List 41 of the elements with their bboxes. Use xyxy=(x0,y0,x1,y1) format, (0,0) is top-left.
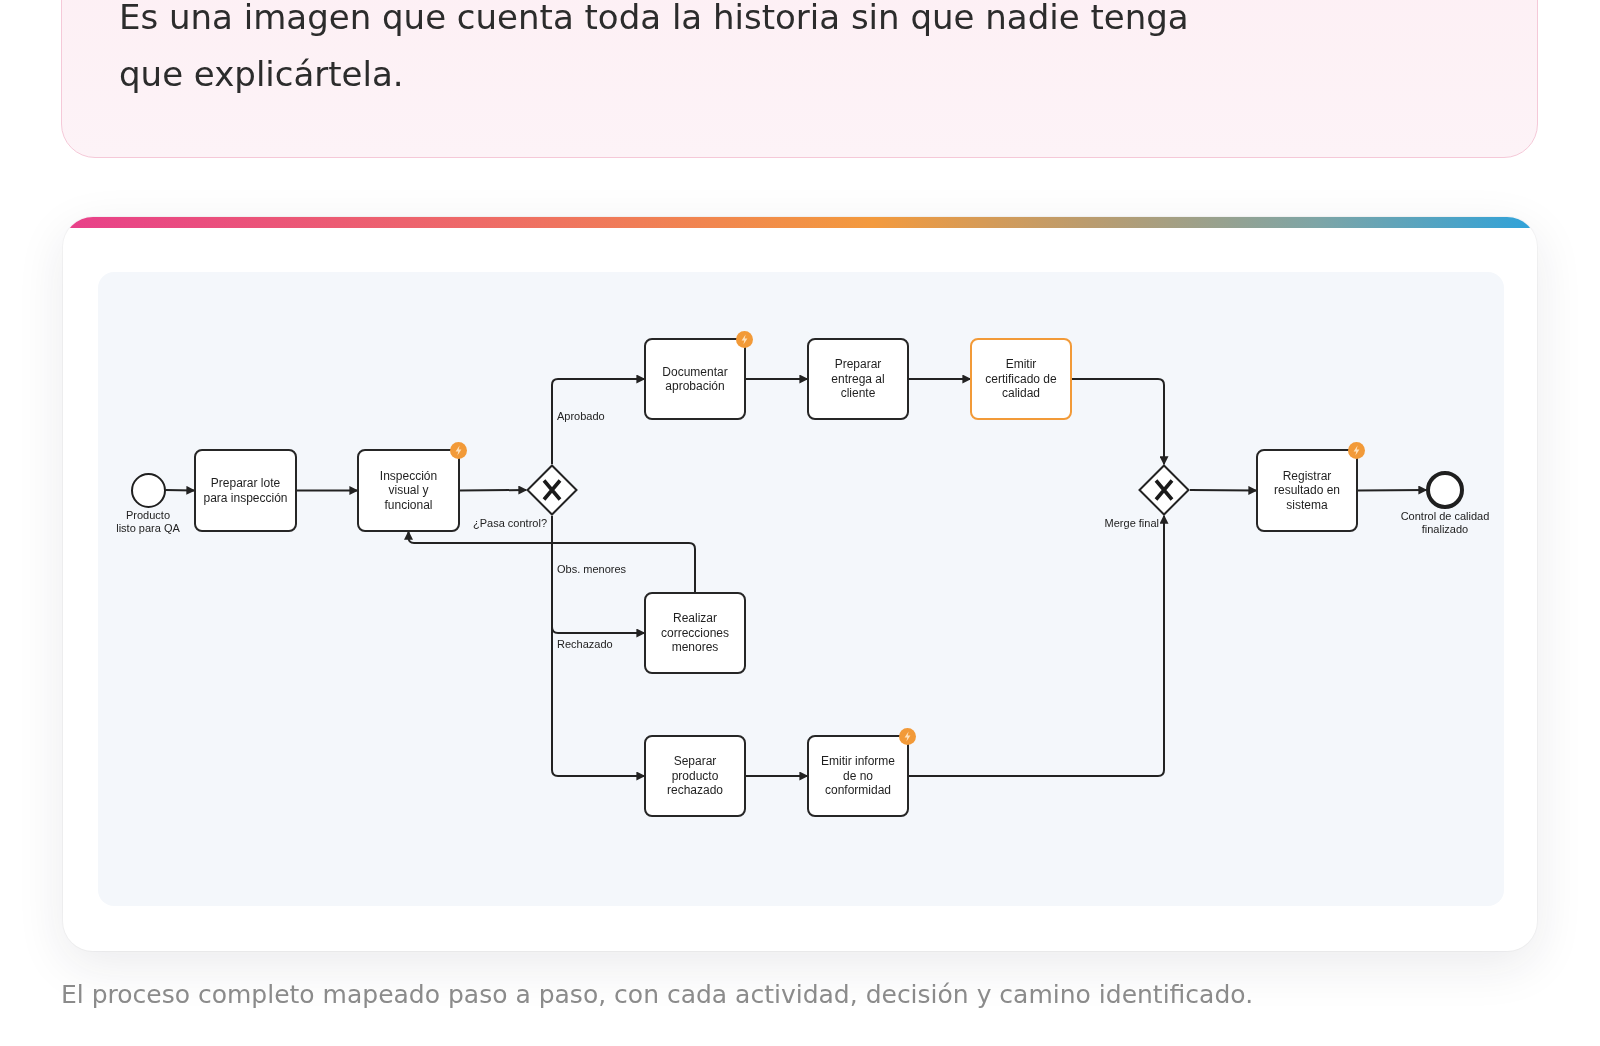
gateway-diamond xyxy=(1138,464,1190,516)
task-label: Registrar resultado en sistema xyxy=(1272,468,1341,513)
task-box xyxy=(807,338,909,420)
task-label: Preparar entrega al cliente xyxy=(830,357,886,401)
task-box xyxy=(644,735,746,817)
callout-box xyxy=(61,0,1538,158)
flow-arrow xyxy=(296,486,359,495)
edge-label: Rechazado xyxy=(557,638,613,651)
task-label: Emitir certificado de calidad xyxy=(984,357,1058,401)
start-event-circle xyxy=(130,472,166,508)
event-label: Producto listo para QA xyxy=(115,508,181,535)
task-label: Emitir informe de no conformidad xyxy=(820,754,896,798)
gateway-diamond xyxy=(526,464,578,516)
task-label: Separar producto rechazado xyxy=(665,754,724,798)
callout-text: Es una imagen que cuenta toda la historia sin que nadie tenga que explicártela. xyxy=(119,0,1190,96)
flow-arrow xyxy=(459,485,528,495)
flow-arrow xyxy=(551,374,646,465)
task-label: Documentar aprobación xyxy=(661,364,729,394)
task-label: Inspección visual y funcional xyxy=(378,468,439,513)
edge-label: Aprobado xyxy=(557,410,605,423)
flow-arrow xyxy=(404,530,696,593)
flow-arrow xyxy=(1071,378,1169,466)
flow-arrow xyxy=(551,515,646,781)
flow-arrow xyxy=(1357,485,1428,495)
task-box xyxy=(644,592,746,674)
end-event-circle xyxy=(1426,471,1464,509)
flow-arrow xyxy=(164,485,196,495)
event-label: Control de calidad finalizado xyxy=(1399,510,1491,536)
flow-arrow xyxy=(1189,485,1258,495)
flow-arrow xyxy=(908,514,1169,777)
flow-arrow xyxy=(745,374,809,384)
figure-caption: El proceso completo mapeado paso a paso, con cada actividad, decisión y camino identificado. xyxy=(61,980,1254,1010)
edge-label: Obs. menores xyxy=(557,563,627,576)
gateway-label: Merge final xyxy=(1103,517,1159,530)
task-box xyxy=(194,449,297,532)
flow-arrow xyxy=(745,771,809,781)
task-box xyxy=(970,338,1072,420)
task-label: Preparar lote para inspección xyxy=(203,476,288,505)
gateway-label: ¿Pasa control? xyxy=(472,517,547,530)
flow-arrow xyxy=(908,374,972,384)
task-label: Realizar correcciones menores xyxy=(660,611,730,655)
